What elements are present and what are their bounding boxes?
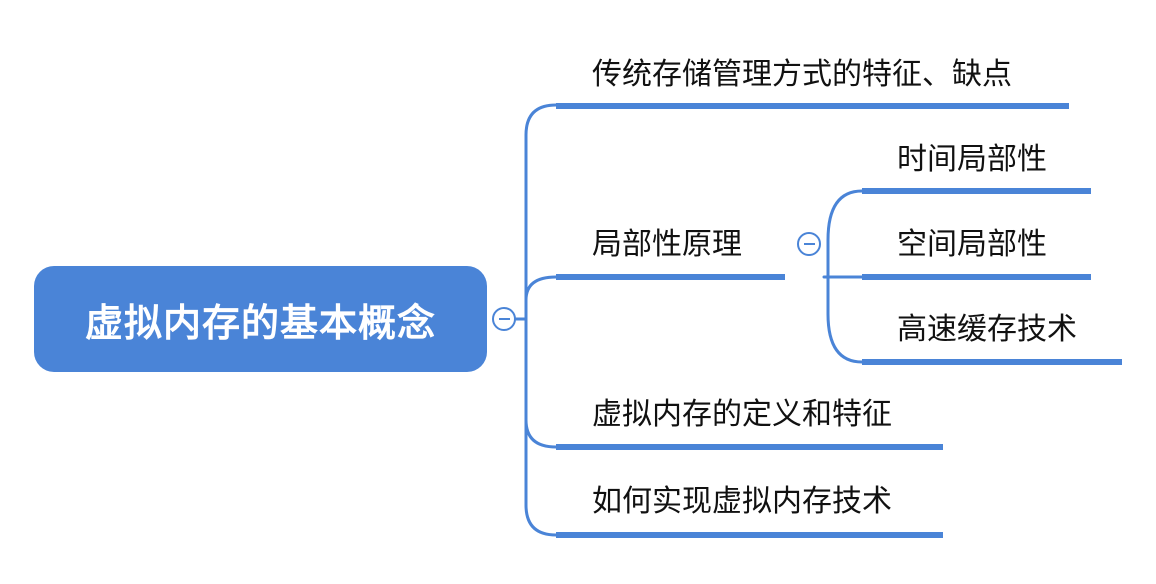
topic-underline-3 <box>556 444 943 450</box>
branch-connector-3 <box>524 418 558 449</box>
branch-connector-2 <box>524 275 558 302</box>
main-spine <box>524 103 558 537</box>
root-topic-label: 虚拟内存的基本概念 <box>84 300 436 345</box>
subtopic-spatial-locality[interactable]: 空间局部性 <box>897 227 1047 262</box>
subtopic-underline-2 <box>862 274 1091 280</box>
root-topic[interactable]: 虚拟内存的基本概念 <box>34 266 487 372</box>
topic-underline-2 <box>556 274 785 280</box>
topic-virtual-memory-definition[interactable]: 虚拟内存的定义和特征 <box>592 397 892 432</box>
subtopic-temporal-locality[interactable]: 时间局部性 <box>897 142 1047 177</box>
collapse-root-button[interactable] <box>492 307 516 331</box>
topic-virtual-memory-implementation[interactable]: 如何实现虚拟内存技术 <box>592 484 892 519</box>
topic-underline-4 <box>556 532 943 538</box>
topic-underline-1 <box>556 103 1069 109</box>
collapse-locality-button[interactable] <box>797 232 821 256</box>
subtopic-underline-3 <box>862 359 1122 365</box>
topic-locality-principle[interactable]: 局部性原理 <box>592 227 742 262</box>
topic-traditional-storage[interactable]: 传统存储管理方式的特征、缺点 <box>592 57 1012 92</box>
subtopic-underline-1 <box>862 188 1091 194</box>
minus-circle-icon <box>498 318 510 320</box>
subtopic-cache-technology[interactable]: 高速缓存技术 <box>897 312 1077 347</box>
minus-circle-icon <box>803 243 815 245</box>
